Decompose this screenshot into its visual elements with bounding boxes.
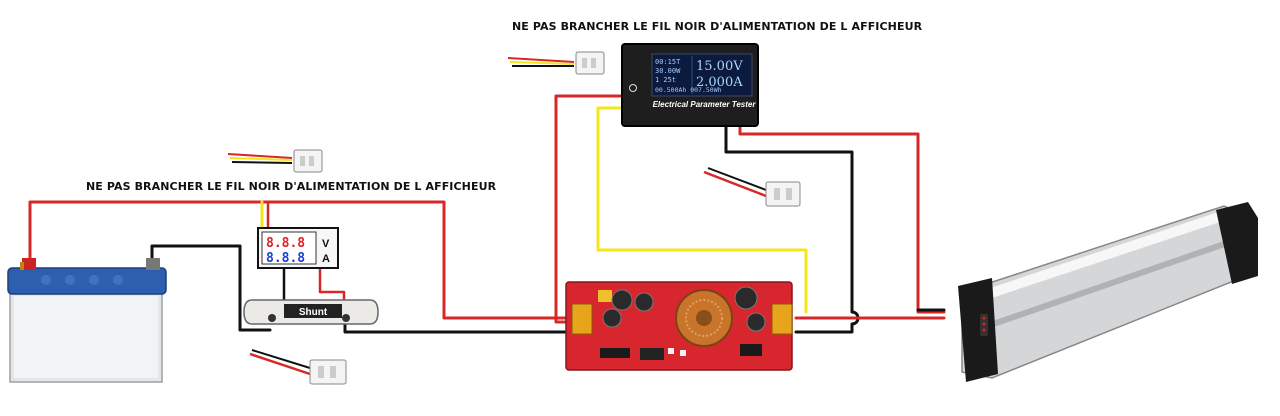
- left-warning-note: NE PAS BRANCHER LE FIL NOIR D'ALIMENTATI…: [86, 180, 497, 193]
- display-unit-a: A: [322, 253, 330, 265]
- wire-meter-red-supply: [554, 94, 626, 324]
- connector-left-display: [227, 149, 323, 173]
- wire-meter-red-out: [738, 124, 946, 314]
- connector-top-tester: [507, 51, 605, 75]
- tester-line3: 1 25t: [655, 76, 676, 84]
- lead-battery: [7, 258, 167, 383]
- tester-line1: 00:15T: [655, 58, 681, 66]
- boost-converter-board: [565, 281, 793, 371]
- wire-battery-negative: [150, 244, 272, 332]
- display-bottom-digits: 8.8.8: [266, 251, 305, 266]
- shunt-label: Shunt: [299, 307, 328, 318]
- display-unit-v: V: [322, 238, 330, 250]
- small-va-display: 8.8.8 8.8.8 V A: [257, 227, 339, 269]
- connector-mid-tester: [703, 167, 801, 207]
- tester-current: 2.000A: [696, 75, 743, 90]
- wire-sense-red: [318, 264, 346, 306]
- display-top-digits: 8.8.8: [266, 236, 305, 251]
- tester-line2: 30.00W: [655, 67, 681, 75]
- wire-meter-yellow: [596, 106, 808, 314]
- top-warning-note: NE PAS BRANCHER LE FIL NOIR D'ALIMENTATI…: [512, 20, 923, 33]
- electrical-parameter-tester: 00:15T 30.00W 1 25t 00.500Ah 007.50Wh 15…: [621, 43, 759, 127]
- tester-line4: 00.500Ah 007.50Wh: [655, 86, 722, 94]
- tester-caption: Electrical Parameter Tester: [653, 100, 757, 109]
- lithium-battery-pack: [958, 202, 1258, 382]
- shunt: Shunt: [243, 299, 379, 325]
- tester-voltage: 15.00V: [696, 59, 743, 74]
- connector-bottom-shunt: [249, 349, 347, 385]
- wire-shunt-to-converter: [343, 320, 574, 334]
- wire-battery-positive: [28, 200, 574, 320]
